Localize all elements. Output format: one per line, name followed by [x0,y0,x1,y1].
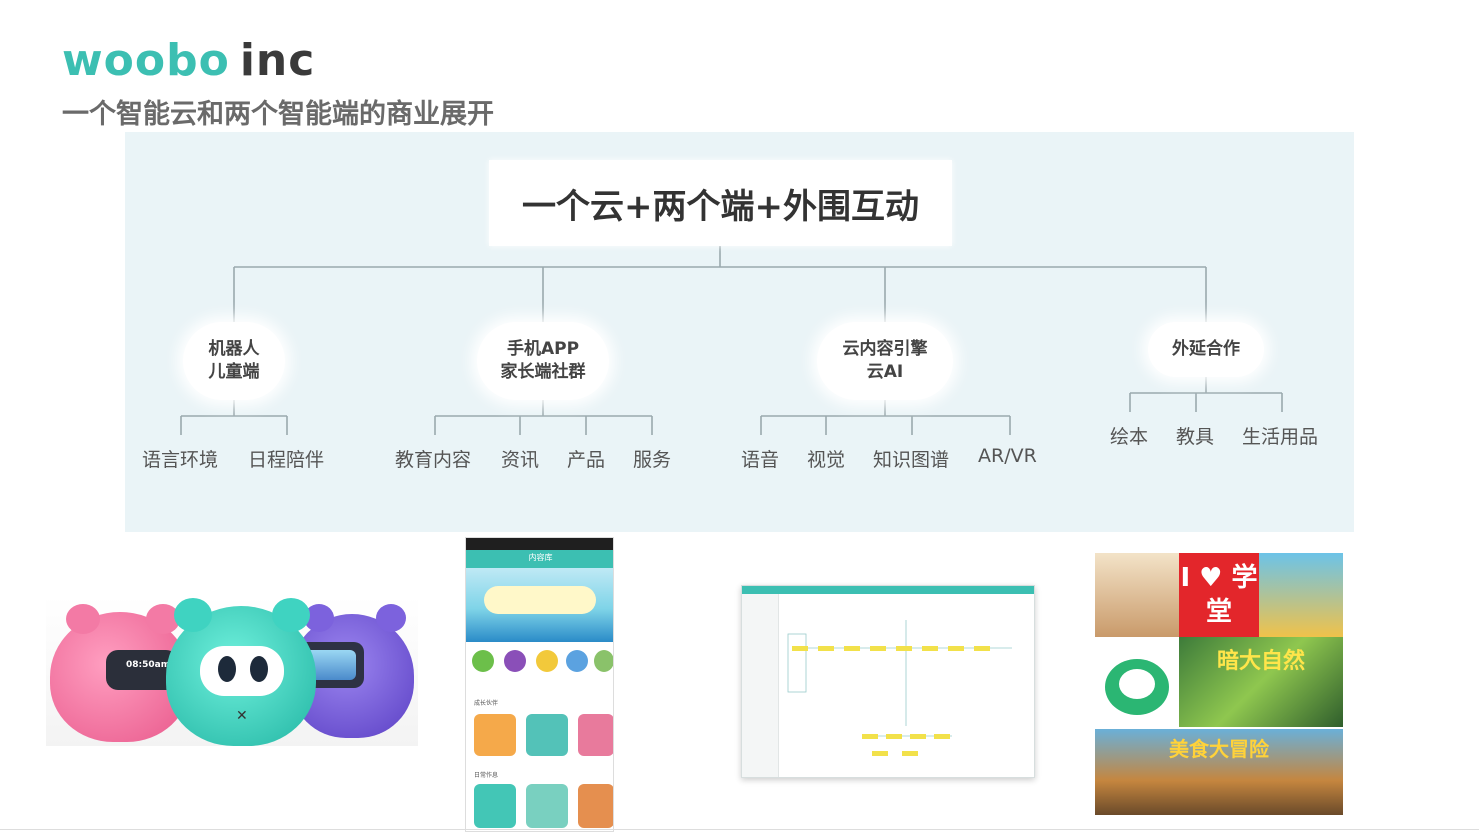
woobo-robots-photo: 08:50am ✕ [46,596,418,746]
book-tile-2: I ♥ 学堂 [1179,553,1259,637]
bottom-divider [0,829,1479,830]
branch-cloud: 云内容引擎 云AI [817,322,953,400]
app-section-routine: 日常作息 [474,772,499,779]
branch-mobile-app: 手机APP 家长端社群 [477,322,609,400]
content-engine-screenshot [741,585,1035,778]
leaf-edu-content: 教育内容 [395,449,472,471]
leaf-services: 服务 [633,449,672,471]
branch-partner-line1: 外延合作 [1172,339,1240,359]
book-tile-1 [1095,553,1179,637]
book-tile-3 [1259,553,1343,637]
app-section-companions: 成长伙伴 [474,700,499,707]
branch-app-line1: 手机APP [506,339,580,359]
leaf-knowledge-graph: 知识图谱 [873,449,950,471]
diagram-connectors [180,246,1283,435]
partner-books-collage: I ♥ 学堂 暗大自然 美食大冒险 [1095,553,1343,815]
leaf-news: 资讯 [501,449,540,471]
leaf-ar-vr: AR/VR [978,445,1037,467]
leaf-products: 产品 [567,449,606,471]
leaf-picture-books: 绘本 [1110,426,1149,448]
flowchart-preview [787,620,1012,756]
book-tile-5: 暗大自然 [1179,637,1343,727]
logo-brand-text: woobo [62,35,230,86]
app-header-title: 内容库 [528,553,553,562]
org-diagram: 一个云+两个端+外围互动 机器人 儿童端 手机APP 家长端社群 云内容引擎 云… [125,132,1354,532]
branch-robot-line1: 机器人 [208,339,260,359]
leaf-language-env: 语言环境 [142,449,219,471]
robot-screen-time: 08:50am [126,660,171,670]
branch-cloud-line2: 云AI [866,362,904,382]
diagram-root: 一个云+两个端+外围互动 [489,160,952,246]
leaf-schedule: 日程陪伴 [248,449,325,471]
branch-partnership: 外延合作 [1148,322,1264,377]
leaf-voice: 语音 [741,449,780,471]
branch-cloud-line1: 云内容引擎 [842,339,928,359]
leaf-daily-goods: 生活用品 [1242,426,1319,448]
book-tile-4 [1095,637,1179,727]
logo-inc-text: inc [239,35,316,86]
leaf-teaching-aids: 教具 [1176,426,1215,448]
branch-robot-line2: 儿童端 [208,362,260,382]
book-tile-6: 美食大冒险 [1095,729,1343,815]
slide-subtitle: 一个智能云和两个智能端的商业展开 [62,99,494,130]
parent-app-screenshot: 内容库 成长伙伴 日常作息 [465,537,614,832]
branch-robot: 机器人 儿童端 [183,322,285,400]
leaf-vision: 视觉 [807,449,846,471]
branch-app-line2: 家长端社群 [500,362,586,382]
